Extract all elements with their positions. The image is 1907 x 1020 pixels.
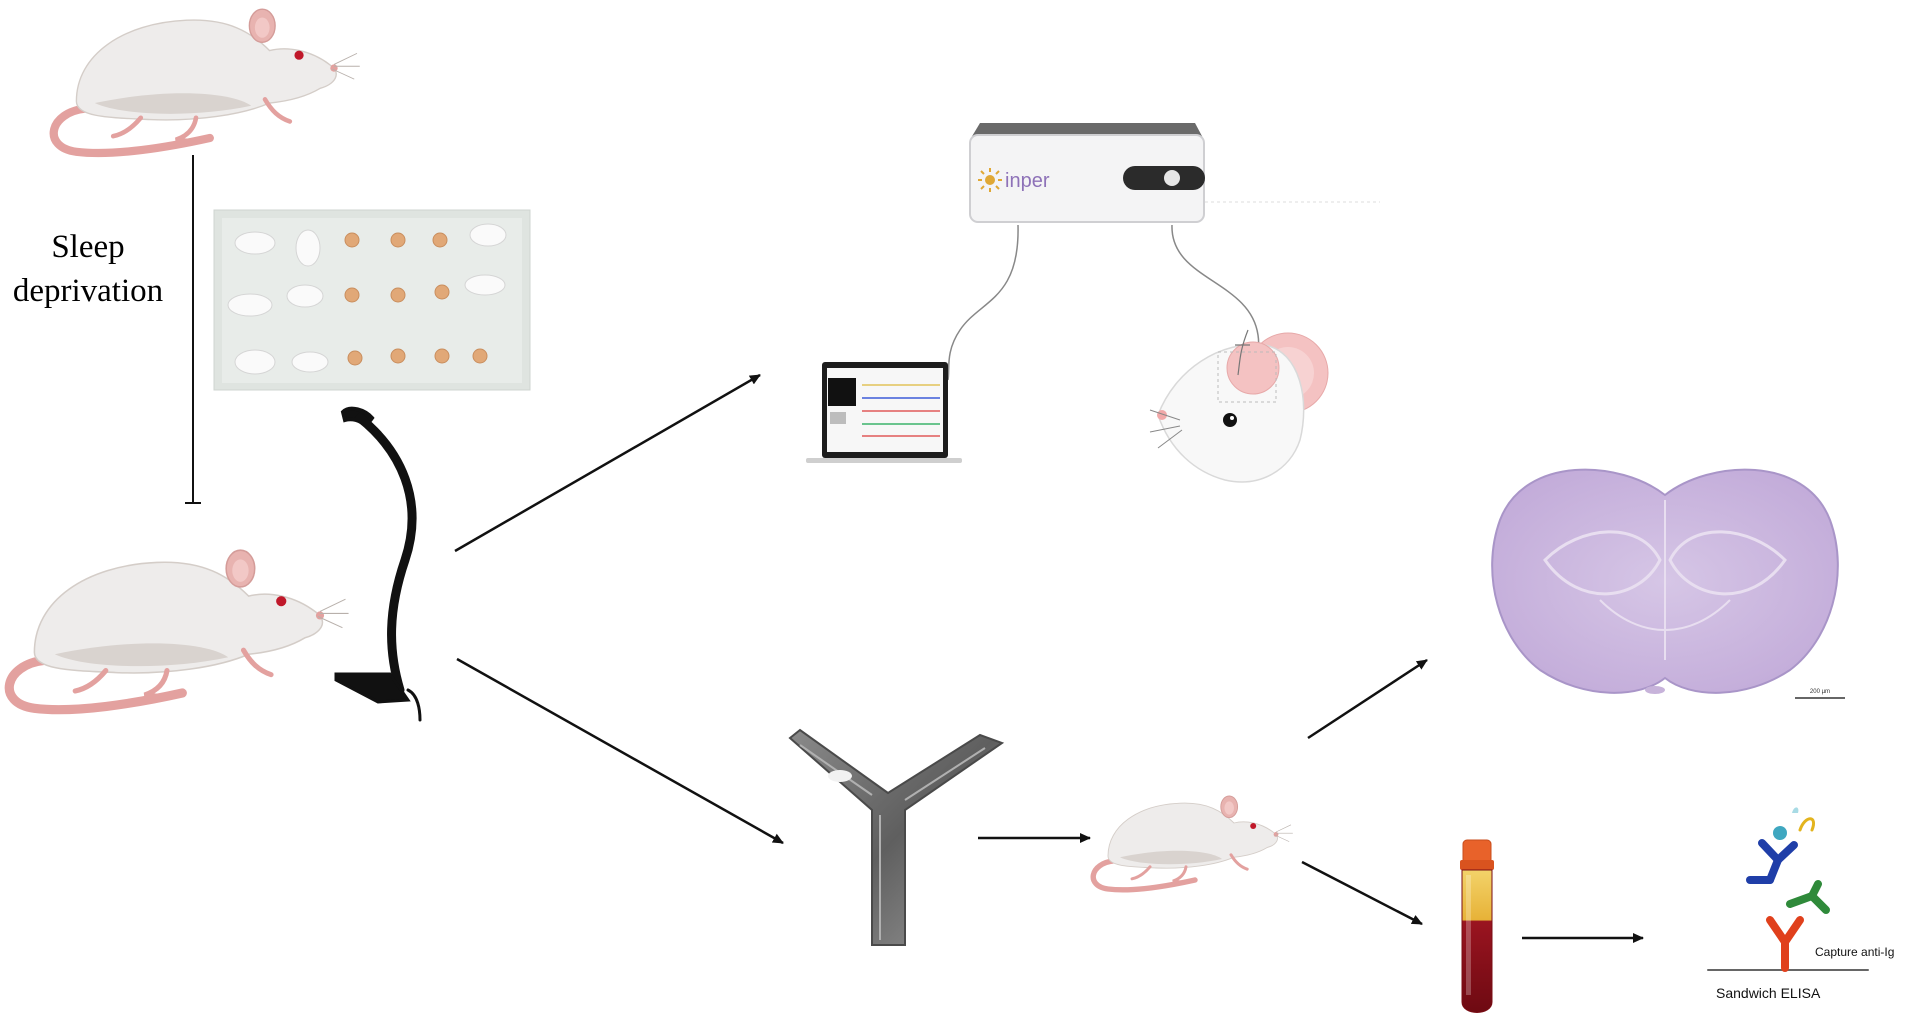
sleep-label: Sleep bbox=[51, 229, 124, 265]
mouse-icon bbox=[9, 550, 348, 709]
cage-photo-icon bbox=[213, 209, 531, 391]
mouse-icon bbox=[54, 9, 360, 153]
cable-to-laptop bbox=[947, 224, 1019, 381]
arrow-to-blood bbox=[1301, 860, 1423, 926]
sun-logo-icon bbox=[978, 168, 1002, 192]
scale-bar-label: 200 µm bbox=[1810, 689, 1830, 695]
y-maze-icon bbox=[788, 728, 1005, 946]
blood-tube-icon bbox=[1460, 839, 1494, 1013]
fiber-photometry-device-icon: inper bbox=[969, 123, 1380, 223]
antibody-icon bbox=[1707, 807, 1869, 972]
deprivation-label: deprivation bbox=[13, 273, 163, 309]
sandwich-elisa-label: Sandwich ELISA bbox=[1716, 985, 1821, 1001]
capture-anti-ig-label: Capture anti-Ig bbox=[1815, 945, 1894, 959]
mouse-head-icon bbox=[1149, 329, 1329, 483]
arrow-to-brain bbox=[1307, 658, 1428, 740]
brain-section-icon: 200 µm bbox=[1491, 468, 1845, 699]
mouse-icon bbox=[1093, 796, 1293, 890]
arrow-to-photometry bbox=[454, 373, 761, 553]
laptop-icon bbox=[806, 362, 962, 463]
device-brand-label: inper bbox=[1005, 170, 1050, 192]
arrow-to-maze bbox=[456, 657, 784, 845]
lamp-icon bbox=[334, 406, 422, 722]
